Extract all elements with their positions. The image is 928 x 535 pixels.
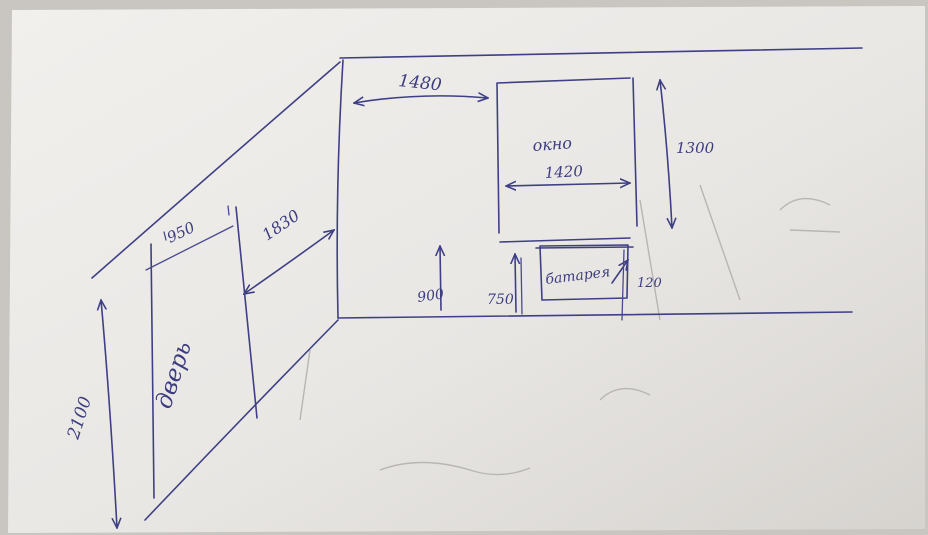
radiator-box xyxy=(539,244,629,301)
ceiling-line-back xyxy=(339,47,863,59)
ceiling-line-left xyxy=(91,61,341,279)
sill-height-arrow xyxy=(440,246,441,311)
wall-width-label: 1480 xyxy=(397,71,442,95)
paper-sheet xyxy=(8,6,925,533)
window-width-arrow xyxy=(506,183,630,186)
window-height-arrow xyxy=(660,80,672,228)
radiator-height-label: 750 xyxy=(487,292,514,308)
door-left-edge xyxy=(150,243,155,499)
door-to-corner-arrow xyxy=(244,230,334,294)
radiator-height-arrow xyxy=(515,254,516,313)
floor-line-back xyxy=(337,311,853,319)
show-through-marks xyxy=(299,184,841,476)
window: окно 1420 1300 xyxy=(496,77,715,234)
window-width-label: 1420 xyxy=(544,162,584,182)
radiator-gap-tick xyxy=(621,249,625,321)
window-sill-line xyxy=(499,237,631,243)
window-height-label: 1300 xyxy=(676,139,715,157)
radiator-height-tick xyxy=(520,257,523,315)
window-label: окно xyxy=(532,133,573,155)
door-height-arrow xyxy=(101,300,117,528)
sill-and-radiator: батарея 900 750 120 xyxy=(416,237,662,321)
radiator-top-line xyxy=(535,246,634,249)
wall-width-arrow xyxy=(354,96,488,103)
door-width-ticks xyxy=(163,205,230,241)
radiator-gap-label: 120 xyxy=(637,276,662,291)
sill-height-label: 900 xyxy=(416,286,445,306)
radiator-gap-arrow xyxy=(611,260,628,284)
wall-corner-line xyxy=(336,59,344,319)
door-right-edge xyxy=(235,206,258,419)
door-top-guide xyxy=(145,225,234,271)
floor-line-left xyxy=(144,319,339,521)
wall-dimension: 1480 xyxy=(354,71,488,103)
room-outline xyxy=(91,47,863,521)
radiator-label: батарея xyxy=(545,264,611,288)
